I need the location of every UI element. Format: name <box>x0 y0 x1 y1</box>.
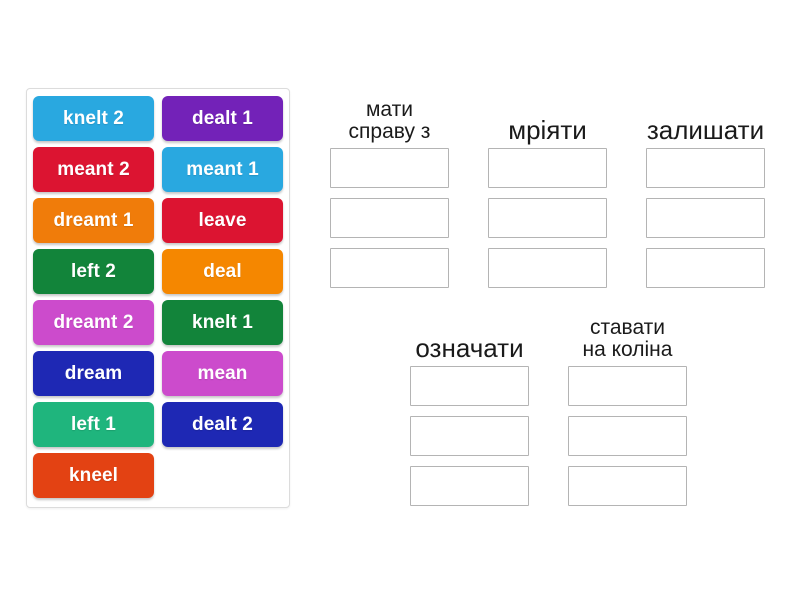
answer-drop-slot[interactable] <box>488 198 607 238</box>
answer-drop-slot[interactable] <box>410 466 529 506</box>
word-tile[interactable]: dealt 1 <box>162 96 283 141</box>
word-tile[interactable]: dream <box>33 351 154 396</box>
word-tile[interactable]: meant 1 <box>162 147 283 192</box>
word-tile[interactable]: dealt 2 <box>162 402 283 447</box>
answer-column-heading: мріяти <box>508 114 587 145</box>
answer-drop-slot[interactable] <box>488 148 607 188</box>
word-tile[interactable]: meant 2 <box>33 147 154 192</box>
answer-column: означати <box>410 334 529 516</box>
answer-drop-slot[interactable] <box>330 198 449 238</box>
answer-drop-slot[interactable] <box>330 148 449 188</box>
answer-group-top: мати справу з мріяти залишати <box>330 98 770 298</box>
answer-column: мати справу з <box>330 98 449 298</box>
answer-column-heading: мати справу з <box>348 97 431 144</box>
answer-column: залишати <box>646 116 765 298</box>
answer-column: мріяти <box>488 116 607 298</box>
word-tile[interactable]: deal <box>162 249 283 294</box>
answer-drop-slot[interactable] <box>646 198 765 238</box>
word-tile[interactable]: mean <box>162 351 283 396</box>
answer-drop-slot[interactable] <box>410 416 529 456</box>
word-tile[interactable]: knelt 2 <box>33 96 154 141</box>
word-tile[interactable]: left 2 <box>33 249 154 294</box>
answer-drop-slot[interactable] <box>646 248 765 288</box>
answer-column-heading: означати <box>415 332 524 363</box>
answer-drop-slot[interactable] <box>568 416 687 456</box>
answer-drop-slot[interactable] <box>646 148 765 188</box>
word-tile[interactable]: knelt 1 <box>162 300 283 345</box>
answer-drop-slot[interactable] <box>568 366 687 406</box>
answer-column-heading: залишати <box>646 114 765 145</box>
answer-drop-slot[interactable] <box>330 248 449 288</box>
word-tile[interactable]: left 1 <box>33 402 154 447</box>
word-tile[interactable]: dreamt 2 <box>33 300 154 345</box>
answer-group-bottom: означати ставати на коліна <box>410 316 690 516</box>
answer-column-heading: ставати на коліна <box>582 315 673 362</box>
answer-column: ставати на коліна <box>568 316 687 516</box>
answer-drop-slot[interactable] <box>488 248 607 288</box>
answer-drop-slot[interactable] <box>568 466 687 506</box>
word-tile[interactable]: kneel <box>33 453 154 498</box>
answer-drop-slot[interactable] <box>410 366 529 406</box>
word-tile[interactable]: dreamt 1 <box>33 198 154 243</box>
word-tile[interactable]: leave <box>162 198 283 243</box>
